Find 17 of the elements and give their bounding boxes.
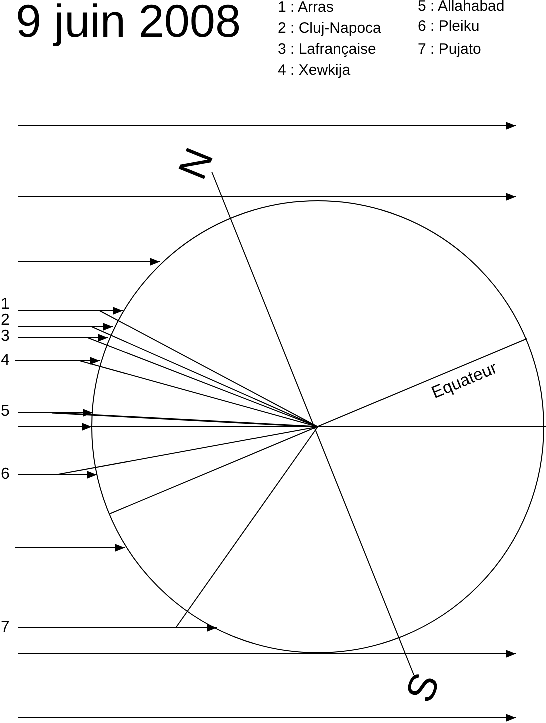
ray-number: 5 <box>1 404 10 420</box>
ray-number: 2 <box>1 313 10 329</box>
ray-number: 1 <box>1 297 10 313</box>
ray-number: 3 <box>1 329 10 345</box>
legend-entry: 4 : Xewkija <box>278 63 351 78</box>
legend-entry: 6 : Pleiku <box>418 19 480 34</box>
pole-label: N <box>172 143 220 185</box>
legend-entry: 3 : Lafrançaise <box>278 42 376 57</box>
legend-entry: 2 : Cluj-Napoca <box>278 21 382 36</box>
ray-number: 7 <box>1 620 10 636</box>
ray-number: 4 <box>1 353 10 369</box>
legend-entry: 5 : Allahabad <box>418 0 505 14</box>
ray-number: 6 <box>1 467 10 483</box>
legend-entry: 7 : Pujato <box>418 42 482 57</box>
legend-entry: 1 : Arras <box>278 0 334 15</box>
pole-label: S <box>400 668 447 708</box>
date-title: 9 juin 2008 <box>16 0 242 44</box>
